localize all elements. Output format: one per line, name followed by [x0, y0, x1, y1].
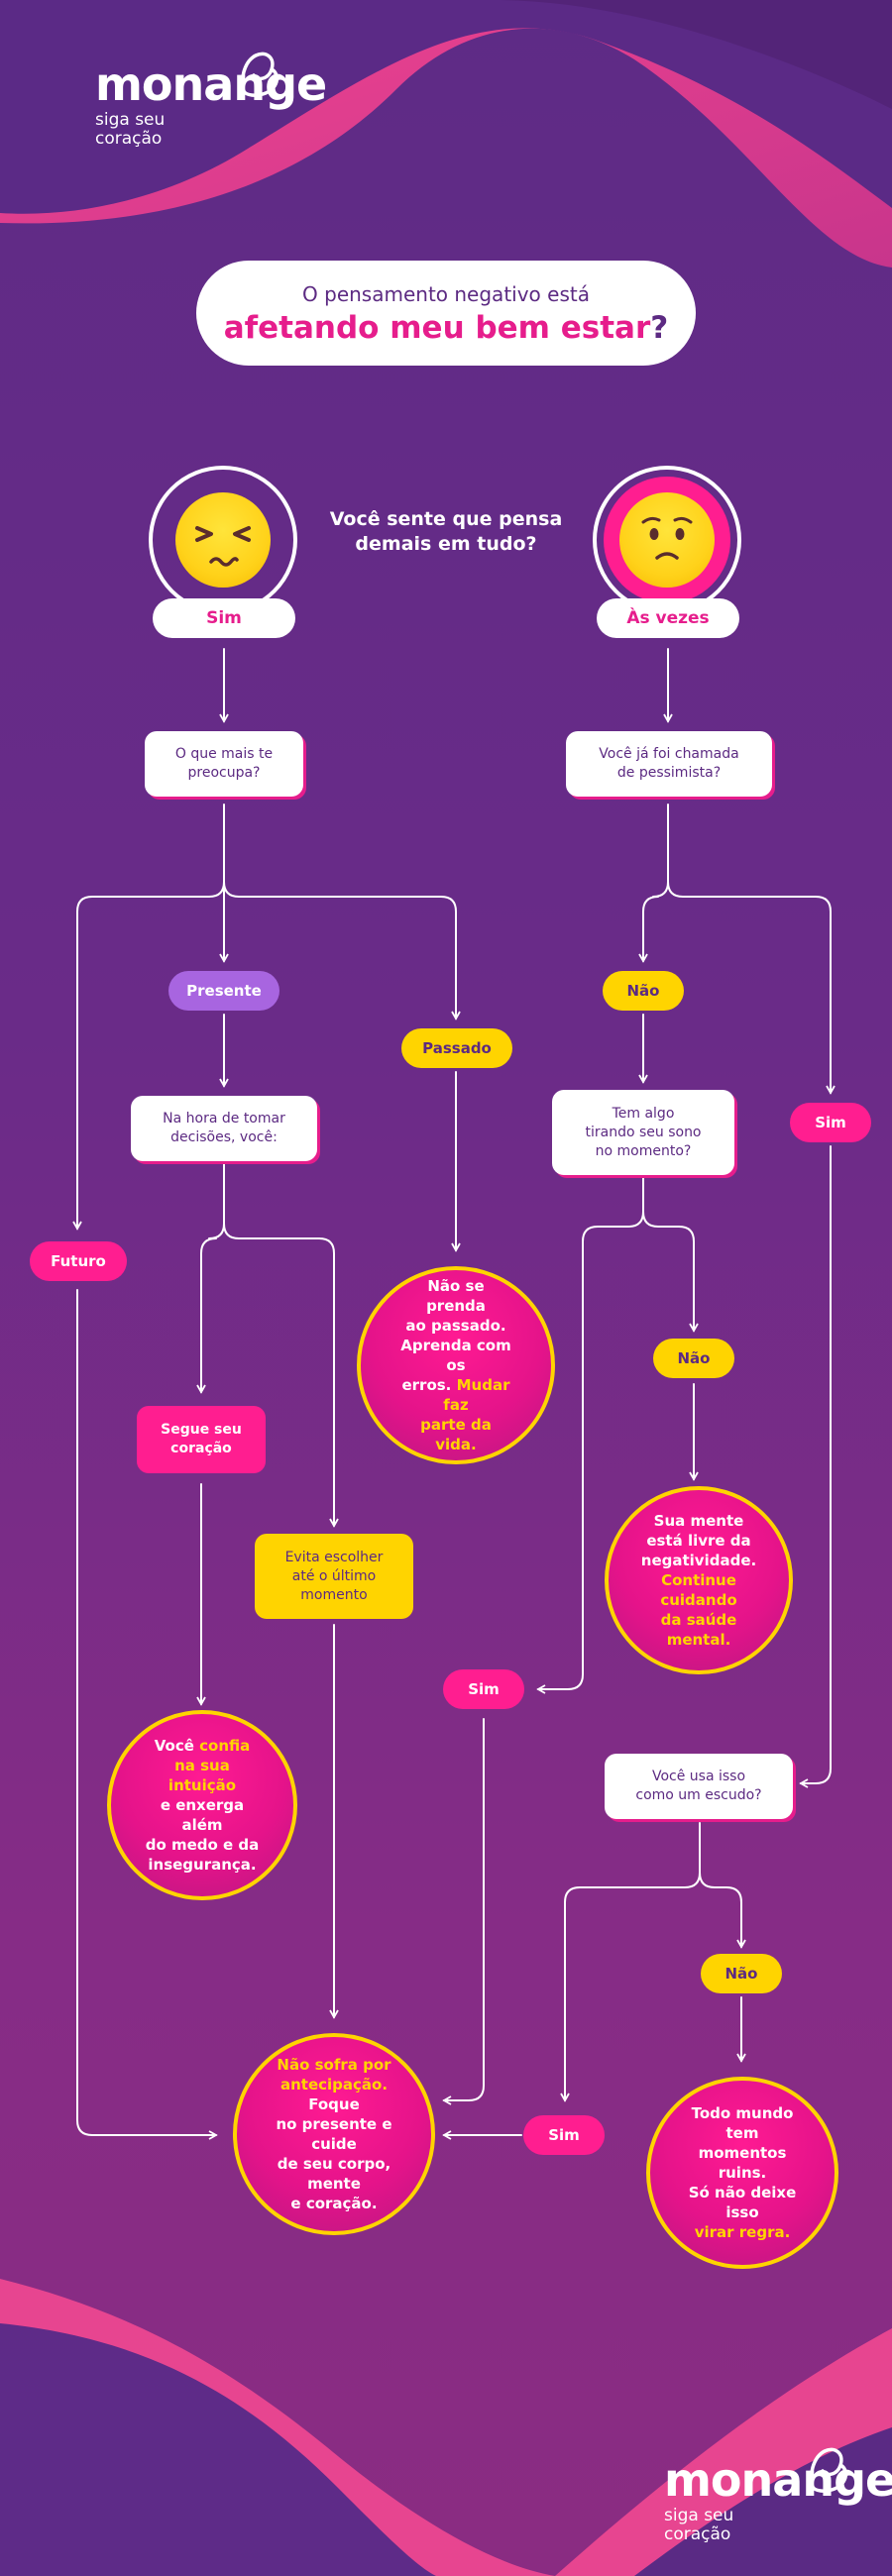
result-antecipacao-text-1: Foque [308, 2095, 360, 2113]
result-passado-line3: Aprenda com os [400, 1337, 511, 1374]
question-overthinking-line2: demais em tudo? [355, 533, 537, 555]
box-pessimista-line1: Você já foi chamada [599, 746, 739, 762]
result-regra-line1: Todo mundo tem [691, 2104, 794, 2142]
box-o-que-preocupa: O que mais te preocupa? [145, 731, 303, 797]
brand-tagline-bottom-line2: coração [664, 2524, 731, 2544]
result-intuicao-line4: do medo e da [145, 1836, 260, 1854]
box-sono-line3: no momento? [595, 1142, 692, 1159]
result-regra-line3: Só não deixe isso [688, 2184, 797, 2221]
result-antecipacao-highlight-2: antecipação. [279, 2076, 389, 2093]
box-segue-seu-coracao: Segue seu coração [137, 1406, 266, 1473]
result-passado-line4: erros. Mudar faz [398, 1375, 513, 1415]
title-highlight: afetando meu bem estar [223, 310, 651, 346]
emoji-pink-disc [604, 477, 730, 603]
answer-nao-1: Não [603, 971, 684, 1011]
answer-as-vezes: Às vezes [597, 598, 739, 638]
box-evita-line1: Evita escolher [284, 1549, 384, 1565]
result-intuicao-line3: e enxerga além [160, 1796, 245, 1834]
emoji-ring-right [593, 466, 741, 614]
result-intuicao-highlight-2: na sua intuição [167, 1757, 237, 1794]
heart-swirl-icon [240, 52, 279, 97]
title-line-2: afetando meu bem estar? [196, 310, 696, 346]
heart-swirl-icon-bottom [809, 2447, 848, 2493]
brand-tagline-bottom-line1: siga seu [664, 2506, 734, 2525]
box-preocupa-line1: O que mais te [174, 746, 274, 762]
brand-tagline-line2: coração [95, 129, 163, 149]
question-overthinking: Você sente que pensa demais em tudo? [317, 507, 575, 557]
answer-sim-right: Sim [790, 1103, 871, 1142]
title-line-1: O pensamento negativo está [302, 282, 590, 306]
result-intuicao-line1: Você confia [141, 1736, 264, 1756]
result-antecipacao-highlight-1: Não sofra por [277, 2056, 391, 2074]
result-antecipacao-line3: no presente e cuide [276, 2115, 392, 2153]
result-passado-highlight-1: Mudar faz [443, 1376, 510, 1414]
result-antecipacao-line5: e coração. [290, 2195, 378, 2212]
result-intuicao-text-1: Você [154, 1737, 194, 1755]
question-overthinking-line1: Você sente que pensa [329, 508, 563, 530]
result-regra-line2: momentos ruins. [698, 2144, 787, 2182]
result-antecipacao: Não sofra por antecipação. Foque no pres… [233, 2033, 435, 2235]
emoji-ring-left [149, 466, 297, 614]
answer-sim-bottom: Sim [523, 2115, 605, 2155]
box-coracao-line1: Segue seu [161, 1422, 242, 1438]
result-mente-livre: Sua mente está livre da negatividade. Co… [605, 1486, 793, 1674]
result-intuicao: Você confia na sua intuição e enxerga al… [107, 1710, 297, 1900]
result-passado-line1: Não se prenda [426, 1277, 486, 1315]
result-regra-highlight: virar regra. [694, 2223, 791, 2241]
result-intuicao-line5: insegurança. [148, 1856, 257, 1874]
result-passado-line2: ao passado. [405, 1317, 506, 1335]
result-intuicao-highlight-1: confia [199, 1737, 251, 1755]
box-hora-de-tomar-decisoes: Na hora de tomar decisões, você: [131, 1096, 317, 1161]
box-pessimista: Você já foi chamada de pessimista? [566, 731, 772, 797]
result-livre-line3: negatividade. [640, 1552, 757, 1569]
result-regra: Todo mundo tem momentos ruins. Só não de… [646, 2077, 838, 2269]
brand-wordmark: monange [95, 57, 327, 111]
box-tirando-seu-sono: Tem algo tirando seu sono no momento? [552, 1090, 734, 1175]
brand-logo-top: monange siga seu coração [95, 52, 327, 149]
result-livre-line1: Sua mente [653, 1512, 744, 1530]
box-escudo-line1: Você usa isso [651, 1769, 746, 1784]
answer-nao-2: Não [653, 1339, 734, 1378]
box-sono-line1: Tem algo [612, 1105, 675, 1122]
box-decisoes-line1: Na hora de tomar [163, 1111, 285, 1127]
result-antecipacao-line2: antecipação. Foque [275, 2075, 393, 2114]
box-pessimista-line2: de pessimista? [616, 765, 722, 781]
result-passado: Não se prenda ao passado. Aprenda com os… [357, 1266, 555, 1464]
title-question-mark: ? [650, 310, 669, 346]
brand-tagline-line1: siga seu [95, 110, 166, 130]
answer-sim-top: Sim [153, 598, 295, 638]
overthinking-face-icon [175, 492, 271, 588]
box-usa-como-escudo: Você usa isso como um escudo? [605, 1754, 793, 1819]
box-decisoes-line2: decisões, você: [170, 1129, 278, 1145]
answer-nao-3: Não [701, 1954, 782, 1993]
answer-sim-mid: Sim [443, 1669, 524, 1709]
result-passado-highlight-2: parte da vida. [420, 1416, 492, 1453]
box-coracao-line2: coração [170, 1441, 232, 1456]
result-antecipacao-line4: de seu corpo, mente [277, 2155, 391, 2193]
result-livre-line2: está livre da [646, 1532, 751, 1550]
title-banner: O pensamento negativo está afetando meu … [196, 261, 696, 366]
box-evita-line3: momento [300, 1586, 368, 1603]
result-livre-highlight-1: Continue cuidando [660, 1571, 737, 1609]
worried-face-icon [619, 492, 715, 588]
brand-logo-bottom: monange siga seu coração [664, 2447, 892, 2544]
box-evita-escolher: Evita escolher até o último momento [255, 1534, 413, 1619]
box-escudo-line2: como um escudo? [635, 1787, 762, 1803]
box-sono-line2: tirando seu sono [585, 1124, 702, 1140]
answer-futuro: Futuro [30, 1241, 127, 1281]
answer-passado: Passado [401, 1028, 512, 1068]
result-passado-text: erros. [401, 1376, 452, 1394]
box-preocupa-line2: preocupa? [187, 765, 261, 781]
box-evita-line2: até o último [291, 1567, 377, 1584]
brand-wordmark-bottom: monange [664, 2453, 892, 2507]
result-livre-highlight-2: da saúde mental. [660, 1611, 737, 1649]
answer-presente: Presente [168, 971, 279, 1011]
